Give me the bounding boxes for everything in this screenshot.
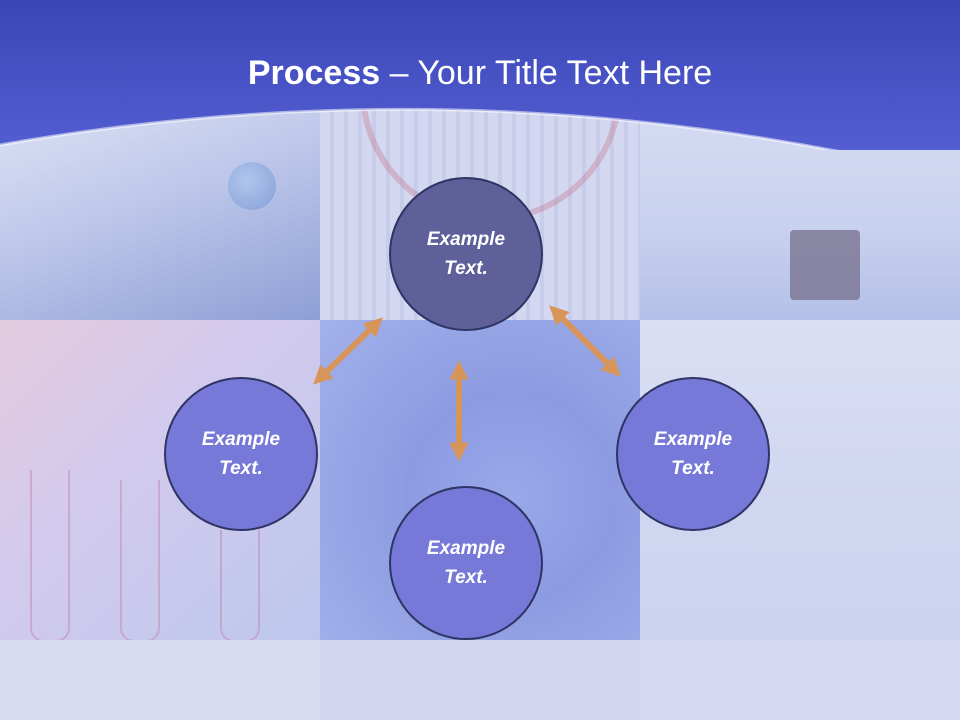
header-band — [0, 0, 960, 150]
node-label-left: Example Text. — [201, 429, 281, 479]
test-tube-shape — [30, 470, 70, 640]
process-node-left: Example Text. — [164, 377, 318, 531]
node-label-bottom: Example Text. — [426, 538, 506, 588]
photo-tile-bottom-center — [320, 640, 640, 720]
node-label-right: Example Text. — [653, 429, 733, 479]
test-tube-shape — [120, 480, 160, 640]
title-separator: – — [380, 54, 418, 92]
title-rest: Your Title Text Here — [417, 54, 713, 92]
photo-tile-bottom-right — [640, 640, 960, 720]
equipment-shape — [790, 230, 860, 300]
process-node-right: Example Text. — [616, 377, 770, 531]
process-node-top: Example Text. — [389, 177, 543, 331]
title-bold: Process — [247, 54, 381, 92]
arrow-top-right — [549, 305, 621, 377]
photo-tile-bottom-left — [0, 640, 320, 720]
slide-title: Process – Your Title Text Here — [0, 54, 960, 93]
flask-shape — [228, 162, 276, 210]
process-node-bottom: Example Text. — [389, 486, 543, 640]
arrow-left-top — [313, 317, 383, 385]
test-tube-shape — [220, 530, 260, 640]
node-label-top: Example Text. — [426, 229, 506, 279]
